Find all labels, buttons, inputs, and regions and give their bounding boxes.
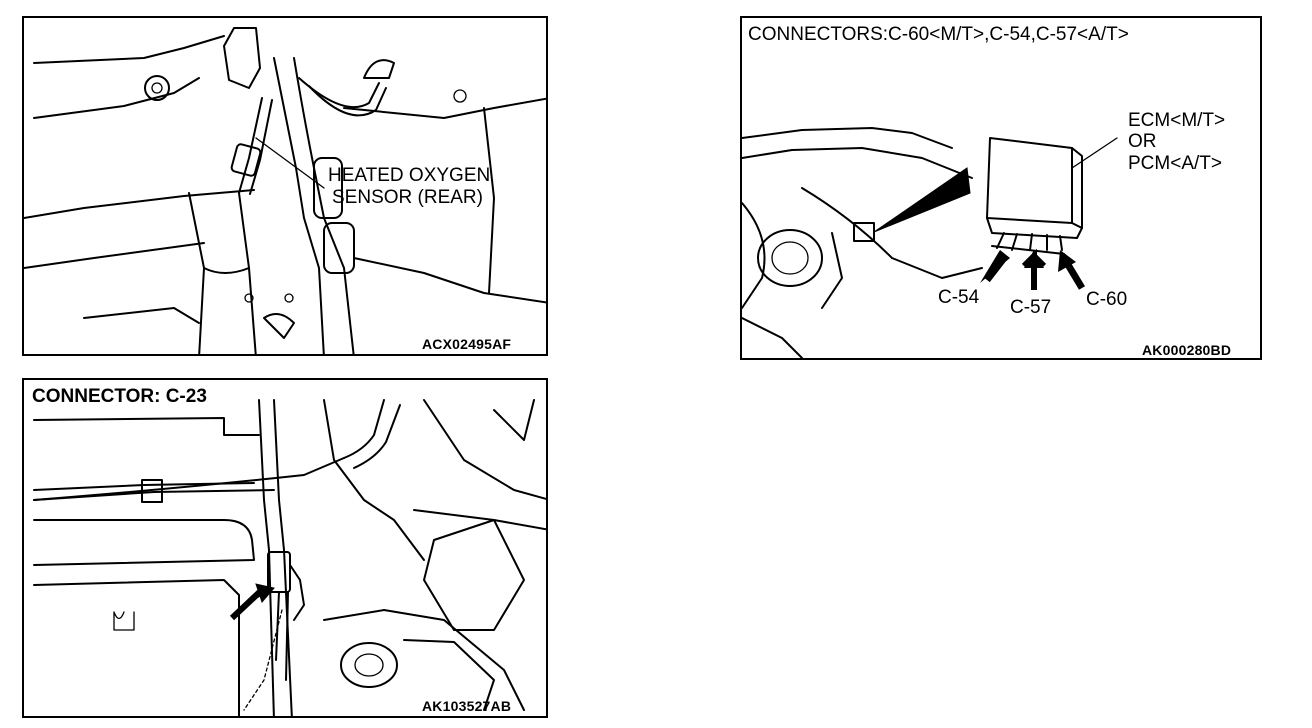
ecm-connectors-panel: CONNECTORS:C-60<M/T>,C-54,C-57<A/T> ECM<… <box>740 16 1262 360</box>
connector-label-c60: C-60 <box>1086 289 1128 310</box>
connector-label-c57: C-57 <box>1010 297 1052 318</box>
sensor-callout-line1: HEATED OXYGEN <box>328 165 491 186</box>
connector-c23-title: CONNECTOR: C-23 <box>32 386 209 408</box>
ecm-connectors-illustration <box>742 127 1118 358</box>
ecm-label-line2: OR <box>1128 131 1157 152</box>
sensor-location-panel: HEATED OXYGEN SENSOR (REAR) ACX02495AF <box>22 16 548 356</box>
connector-c23-panel: CONNECTOR: C-23 AK103527AB <box>22 378 548 718</box>
ecm-label-line3: PCM<A/T> <box>1128 153 1222 174</box>
sensor-location-illustration <box>24 27 546 354</box>
figure-code: AK000280BD <box>1142 342 1232 358</box>
sensor-callout-line2: SENSOR (REAR) <box>332 187 483 208</box>
figure-code: ACX02495AF <box>422 336 512 352</box>
figure-code: AK103527AB <box>422 698 512 714</box>
ecm-label-line1: ECM<M/T> <box>1128 110 1226 131</box>
ecm-connectors-title: CONNECTORS:C-60<M/T>,C-54,C-57<A/T> <box>748 24 1129 45</box>
connector-c23-illustration <box>33 399 546 716</box>
connector-label-c54: C-54 <box>938 287 980 308</box>
